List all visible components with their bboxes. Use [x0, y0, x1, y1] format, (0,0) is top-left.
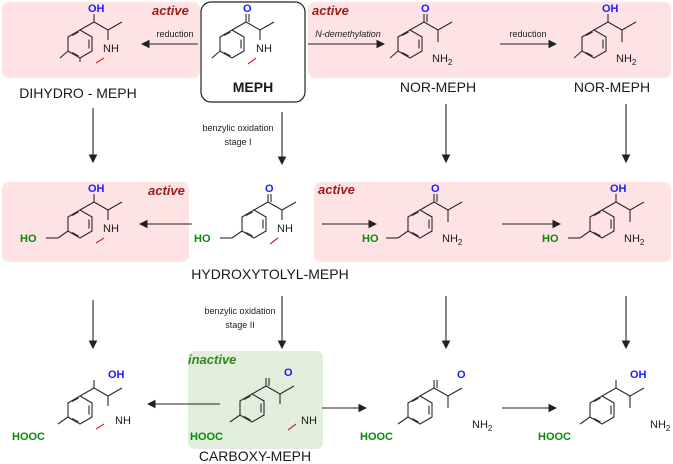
atom-oh: OH: [108, 369, 125, 381]
atom-o: O: [421, 3, 430, 15]
atom-nh2: NH2: [624, 233, 645, 247]
molecule-nor-meph-ketone: O NH2: [389, 3, 453, 67]
molecule-dihydro-meph: OH NH: [59, 3, 123, 64]
molecule-nor-hydroxytolyl-ketone: O NH2 HO: [362, 183, 463, 247]
inactive-box-carboxy: [188, 351, 323, 449]
name-nor-meph-2: NOR-MEPH: [574, 79, 650, 95]
meph-box: [200, 1, 306, 103]
molecule-carboxy-meph: O NH HOOC: [190, 367, 317, 443]
tag-active-2: active: [312, 3, 349, 18]
tag-active-3: active: [148, 183, 185, 198]
atom-nh2: NH2: [650, 419, 671, 433]
label-n-demethylation: N-demethylation: [315, 29, 381, 39]
atom-oh: OH: [602, 3, 619, 15]
atom-o: O: [457, 369, 466, 381]
atom-nh2: NH2: [472, 419, 493, 433]
atom-oh: OH: [88, 183, 105, 195]
atom-ho: HO: [20, 233, 37, 245]
tag-inactive: inactive: [188, 352, 236, 367]
atom-nh: NH: [103, 223, 119, 235]
label-reduction-2: reduction: [509, 29, 546, 39]
name-hydroxytolyl-meph: HYDROXYTOLYL-MEPH: [191, 266, 348, 282]
atom-o: O: [243, 3, 252, 15]
atom-hooc: HOOC: [12, 431, 45, 443]
atom-hooc: HOOC: [360, 431, 393, 443]
atom-nh2: NH2: [442, 233, 463, 247]
atom-hooc: HOOC: [190, 431, 223, 443]
active-box-dihydro-hydroxy: [2, 182, 189, 262]
molecule-nor-carboxy-alcohol: OH NH2 HOOC: [538, 369, 671, 443]
molecule-nor-meph-alcohol: OH NH2: [573, 3, 637, 67]
molecule-hydroxytolyl-meph: O NH HO: [194, 183, 297, 245]
label-benzylic-2b: stage II: [225, 320, 255, 330]
molecule-dihydro-carboxy: OH NH HOOC: [12, 369, 131, 443]
atom-nh: NH: [256, 43, 272, 55]
active-box-nor-hydroxy: [314, 182, 671, 262]
tag-active-1: active: [152, 3, 189, 18]
atom-ho: HO: [362, 233, 379, 245]
atom-ho: HO: [542, 233, 559, 245]
molecule-meph: O NH: [211, 3, 275, 65]
atom-nh: NH: [277, 223, 293, 235]
tag-active-4: active: [318, 182, 355, 197]
molecule-nor-hydroxytolyl-alcohol: OH NH2 HO: [542, 183, 645, 247]
atom-ho: HO: [194, 233, 211, 245]
label-benzylic-2a: benzylic oxidation: [204, 306, 275, 316]
label-benzylic-1a: benzylic oxidation: [202, 123, 273, 133]
atom-nh2: NH2: [432, 53, 453, 67]
molecule-nor-carboxy-ketone: O NH2 HOOC: [360, 369, 493, 443]
name-carboxy-meph: CARBOXY-MEPH: [199, 448, 311, 464]
atom-o: O: [284, 367, 293, 379]
label-reduction-1: reduction: [156, 29, 193, 39]
atom-o: O: [265, 183, 274, 195]
atom-nh: NH: [301, 415, 317, 427]
atom-oh: OH: [630, 369, 647, 381]
atom-hooc: HOOC: [538, 431, 571, 443]
label-benzylic-1b: stage I: [224, 137, 251, 147]
atom-o: O: [431, 183, 440, 195]
name-dihydro-meph: DIHYDRO - MEPH: [19, 85, 136, 101]
atom-nh: NH: [115, 415, 131, 427]
atom-nh: NH: [103, 43, 119, 55]
atom-oh: OH: [88, 3, 105, 15]
name-meph: MEPH: [233, 79, 273, 95]
active-box-dihydro: [2, 2, 200, 78]
atom-nh2: NH2: [616, 53, 637, 67]
active-box-nor: [308, 2, 671, 78]
molecule-dihydro-hydroxytolyl: OH NH HO: [20, 183, 123, 245]
name-nor-meph-1: NOR-MEPH: [400, 79, 476, 95]
atom-oh: OH: [610, 183, 627, 195]
